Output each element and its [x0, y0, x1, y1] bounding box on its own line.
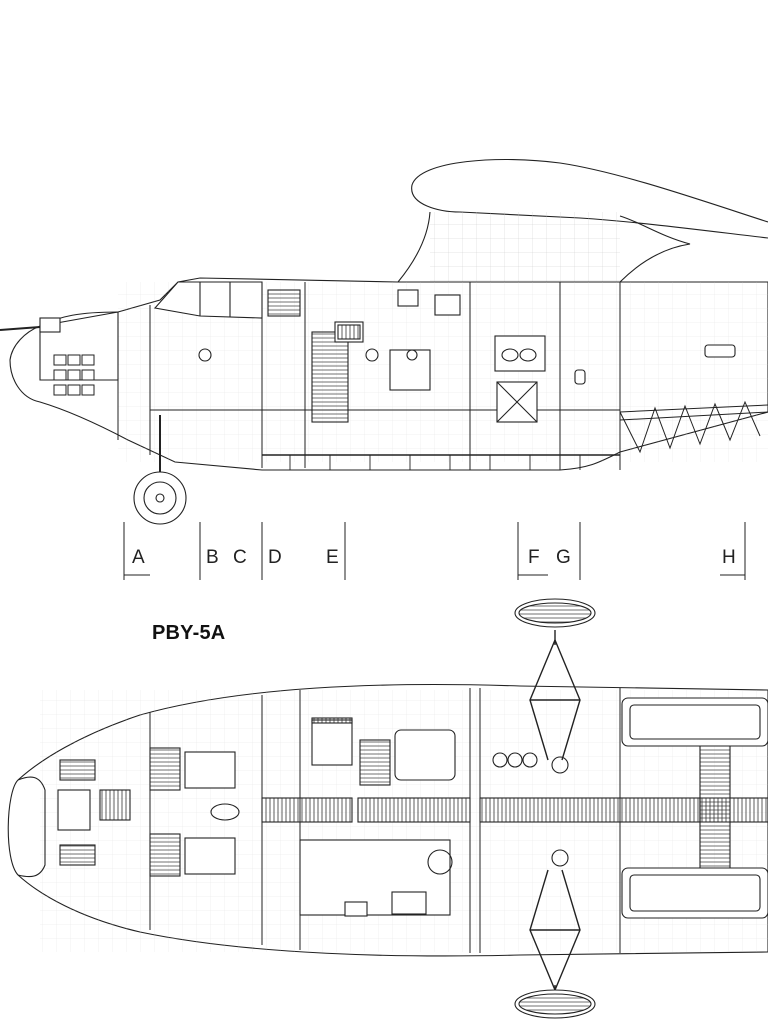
- station-label-c: C: [233, 547, 247, 568]
- station-marks: [123, 522, 746, 580]
- drawing-title: PBY-5A: [152, 622, 226, 644]
- station-label-b: B: [206, 547, 219, 568]
- wing-pylon: [396, 211, 691, 283]
- aft-panel-upper: [621, 697, 768, 747]
- pilot-seat-left: [184, 751, 236, 789]
- nose-wheel: [133, 471, 187, 525]
- station-labels: A B C D E F G H: [132, 547, 736, 568]
- wing-outline: [411, 158, 768, 239]
- station-label-e: E: [326, 547, 339, 568]
- plan-view: [7, 598, 768, 1019]
- station-label-g: G: [556, 547, 571, 568]
- nose-windows: [53, 354, 95, 396]
- aft-panel-lower: [621, 867, 768, 919]
- cross-walk: [699, 741, 731, 883]
- walkway-fwd: [261, 797, 353, 823]
- pilot-seat-right: [184, 837, 236, 875]
- walkway-aft: [479, 797, 701, 823]
- station-label-h: H: [722, 547, 736, 568]
- station-label-d: D: [268, 547, 282, 568]
- ladder: [311, 331, 349, 423]
- station-label-a: A: [132, 547, 145, 568]
- side-view: [0, 158, 768, 525]
- station-label-f: F: [528, 547, 540, 568]
- main-gear-upper: [529, 630, 581, 761]
- walkway-mid: [357, 797, 471, 823]
